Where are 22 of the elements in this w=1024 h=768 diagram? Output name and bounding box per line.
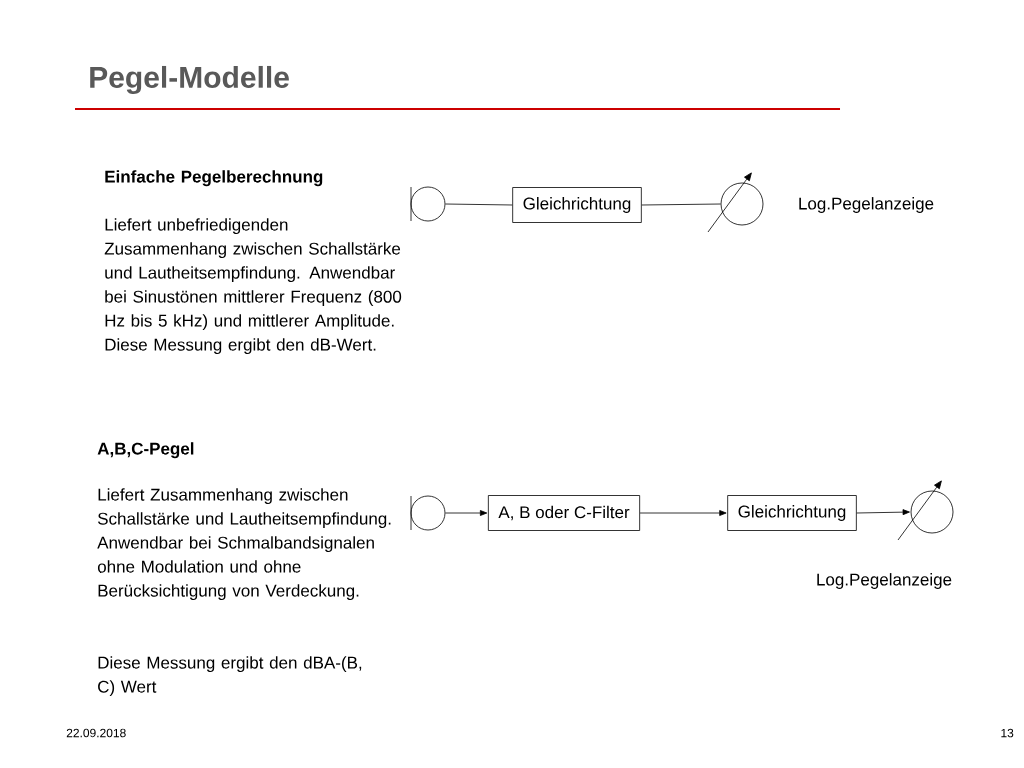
- slide-title: Pegel-Modelle: [90, 65, 289, 95]
- description-text: Liefert Zusammenhang zwischen Schallstärke und Lautheitsempfindung. Anwendbar bei Schmalbandsignalen ohne Modulation und ohne Berücksichtigung von Verdeckung.: [97, 488, 391, 601]
- description-text: Diese Messung ergibt den dBA-(B, C) Wert: [98, 656, 362, 697]
- date: 22.09.2018: [66, 728, 126, 738]
- section-heading: A,B,C-Pegel: [97, 442, 194, 459]
- microphone-symbol: [410, 186, 446, 222]
- description-text: Liefert unbefriedigenden Zusammenhang zwischen Schallstärke und Lautheitsempfindung. Anwendbar bei Sinustönen mittlerer Frequenz (800 Hz bis 5 kHz) und mittlerer Amplitude. Diese Messung ergibt den dB-Wert.: [104, 218, 402, 355]
- meter-label: Log.Pegelanzeige: [799, 197, 934, 213]
- process-box: A, B oder C-Filter: [487, 495, 641, 531]
- microphone-symbol: [410, 495, 446, 531]
- connector: [445, 203, 513, 206]
- process-box: Gleichrichtung: [727, 495, 857, 531]
- connector: [445, 510, 488, 516]
- connector: [856, 509, 910, 516]
- connector: [639, 510, 727, 516]
- page-number: 13: [1001, 728, 1014, 738]
- section-heading: Einfache Pegelberechnung: [105, 170, 323, 187]
- process-box: Gleichrichtung: [512, 187, 642, 223]
- meter-symbol: [707, 172, 764, 233]
- meter-symbol: [897, 480, 954, 541]
- connector: [641, 203, 721, 206]
- meter-label: Log.Pegelanzeige: [817, 573, 952, 589]
